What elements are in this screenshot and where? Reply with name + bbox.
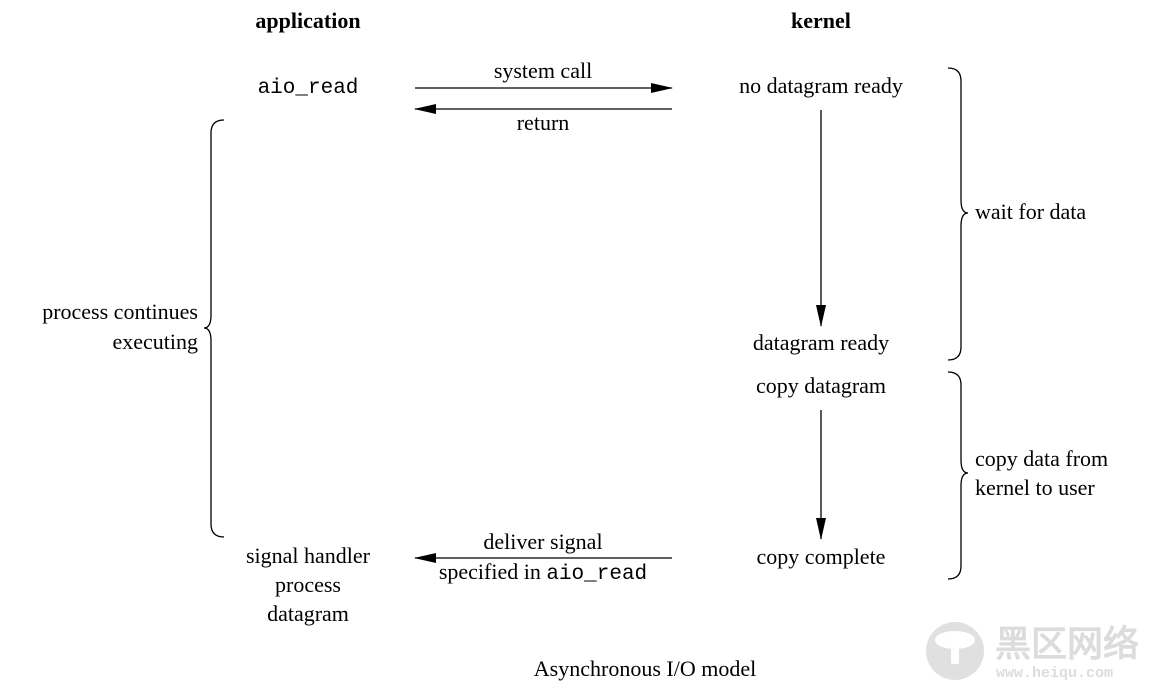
signal-handler-line1: signal handler [246, 543, 371, 568]
wait-for-data-brace [947, 67, 969, 361]
specified-in-label: specified in aio_read [439, 559, 647, 586]
system-call-label: system call [494, 58, 592, 83]
datagram-ready-label: datagram ready [753, 330, 889, 355]
watermark-logo [926, 622, 984, 680]
copy-complete-label: copy complete [757, 544, 886, 569]
specified-in-code: aio_read [546, 563, 647, 586]
copy-data-brace [947, 371, 969, 580]
wait-for-data-label: wait for data [975, 199, 1086, 224]
watermark-url: www.heiqu.com [996, 665, 1113, 682]
aio-read-call: aio_read [258, 77, 359, 100]
no-datagram-ready-label: no datagram ready [739, 73, 903, 98]
diagram-caption: Asynchronous I/O model [534, 656, 756, 681]
deliver-signal-label: deliver signal [483, 529, 602, 554]
specified-in-prefix: specified in [439, 559, 547, 584]
copy-datagram-label: copy datagram [756, 373, 886, 398]
signal-handler-line2: process [275, 572, 341, 597]
process-continues-label-line1: process continues [42, 299, 198, 324]
process-continues-label-line2: executing [112, 329, 198, 354]
signal-handler-line3: datagram [267, 601, 349, 626]
copy-data-label-line1: copy data from [975, 446, 1108, 471]
copy-data-label-line2: kernel to user [975, 475, 1095, 500]
watermark: 黑区网络 www.heiqu.com [926, 622, 1139, 682]
watermark-cn-text: 黑区网络 [995, 623, 1139, 665]
application-header: application [255, 8, 360, 33]
process-continues-brace [203, 119, 225, 538]
kernel-header: kernel [791, 8, 851, 33]
return-label: return [517, 110, 570, 135]
